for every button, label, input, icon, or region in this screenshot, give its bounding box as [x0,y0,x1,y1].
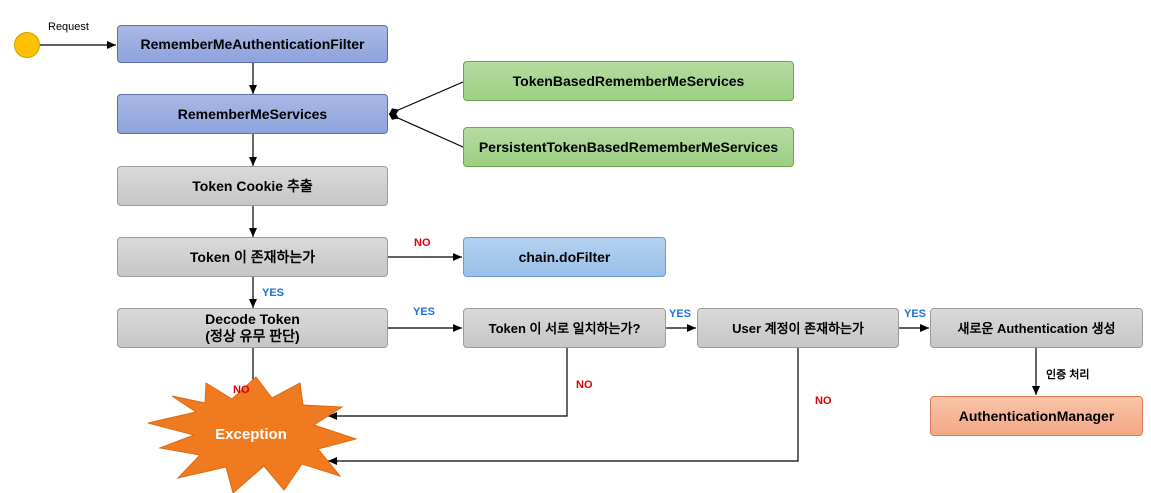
token-based-services-box: TokenBasedRememberMeServices [463,61,794,101]
authentication-manager-box: AuthenticationManager [930,396,1143,436]
exception-label: Exception [215,426,287,443]
yes-label-match: YES [413,306,436,318]
yes-label-new: YES [904,308,927,320]
token-match-box: Token 이 서로 일치하는가? [463,308,666,348]
start-node [14,32,40,58]
link-token-based [388,81,464,116]
link-persistent [388,112,464,148]
chain-dofilter-box: chain.doFilter [463,237,666,277]
yes-label-decode: YES [262,287,285,299]
token-exists-box: Token 이 존재하는가 [117,237,388,277]
user-exists-box: User 계정이 존재하는가 [697,308,899,348]
no-label-match: NO [576,379,593,391]
no-label-user: NO [815,395,832,407]
yes-label-user: YES [669,308,692,320]
decode-token-subtitle: (정상 유무 판단) [205,328,300,344]
decode-token-box: Decode Token (정상 유무 판단) [117,308,388,348]
no-label-decode: NO [233,384,250,396]
arrow-user-to-exception [328,348,799,465]
request-label: Request [48,21,89,33]
auth-process-label: 인증 처리 [1046,369,1090,381]
arrow-match-to-exception [328,348,568,420]
decode-token-title: Decode Token [205,311,300,327]
exception-burst [147,376,358,493]
new-authentication-box: 새로운 Authentication 생성 [930,308,1143,348]
remember-me-authentication-filter-box: RememberMeAuthenticationFilter [117,25,388,63]
extract-token-cookie-box: Token Cookie 추출 [117,166,388,206]
remember-me-services-box: RememberMeServices [117,94,388,134]
no-label-chain: NO [414,237,431,249]
persistent-token-based-services-box: PersistentTokenBasedRememberMeServices [463,127,794,167]
